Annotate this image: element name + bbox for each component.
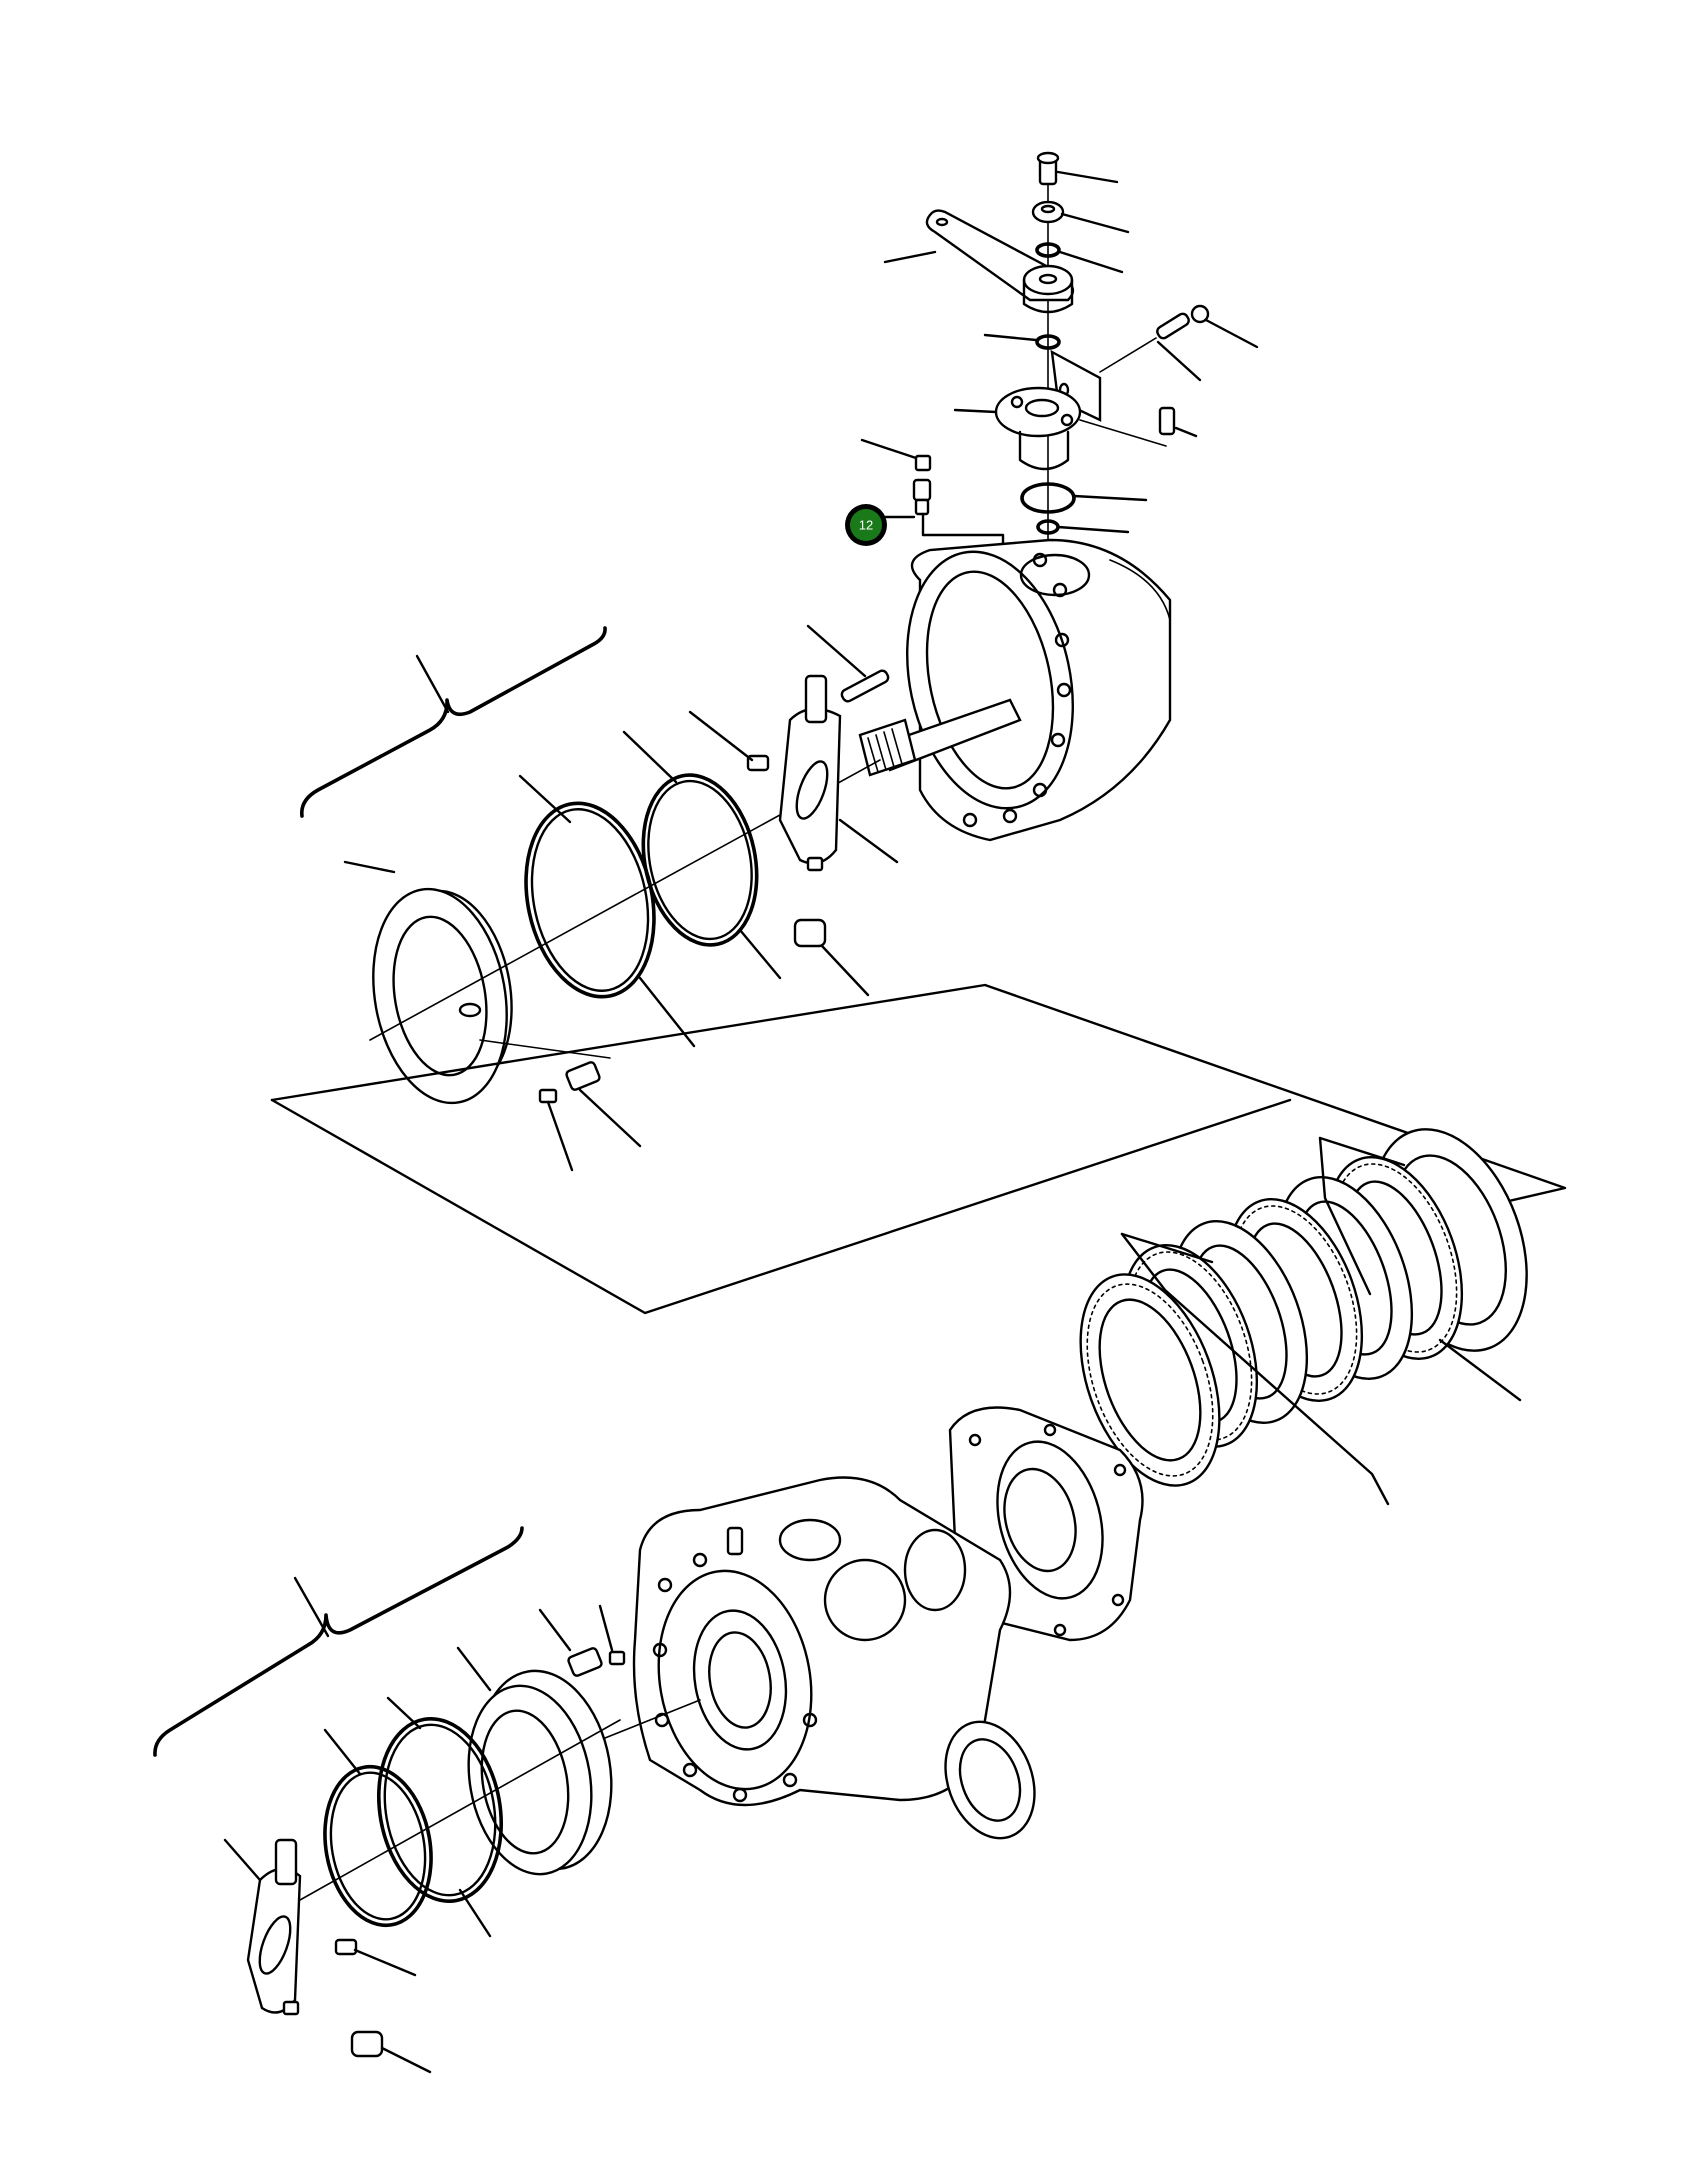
lower-piston-group bbox=[153, 1526, 626, 2074]
callout-12-label: 12 bbox=[859, 518, 873, 533]
fitting-icon bbox=[565, 1061, 601, 1091]
reference-plane-outline bbox=[270, 983, 1567, 1212]
yoke-icon bbox=[778, 707, 842, 865]
seal-ring-1-icon bbox=[376, 1717, 504, 1903]
bracket-icon bbox=[1050, 349, 1102, 422]
breather-fitting bbox=[860, 438, 1005, 577]
dowel-pin-icon bbox=[793, 918, 827, 948]
upper-group-bracket bbox=[300, 626, 607, 818]
upper-axle-housing bbox=[858, 538, 1172, 842]
o-ring-icon bbox=[1020, 482, 1076, 514]
seal-ring-2-icon bbox=[323, 1764, 433, 1928]
lower-axle-housing bbox=[599, 1476, 1036, 1840]
callout-12-fill bbox=[850, 509, 882, 541]
upper-piston-group bbox=[300, 624, 899, 1172]
yoke-icon bbox=[246, 1867, 302, 2014]
lower-group-bracket bbox=[153, 1526, 524, 1757]
friction-disc-stack bbox=[1079, 1128, 1528, 1506]
spring-icon bbox=[840, 669, 890, 703]
dowel-pin-icon bbox=[350, 2030, 384, 2058]
flange-housing-icon bbox=[994, 386, 1082, 438]
seal-ring-2-icon bbox=[641, 773, 759, 947]
cap-screw-icon bbox=[1158, 406, 1176, 436]
top-lever-assembly bbox=[883, 151, 1259, 566]
callout-12[interactable]: 12 bbox=[845, 504, 887, 546]
stud-icon bbox=[1156, 312, 1190, 340]
nut-icon bbox=[1190, 304, 1210, 324]
snap-ring-icon bbox=[1035, 242, 1061, 258]
